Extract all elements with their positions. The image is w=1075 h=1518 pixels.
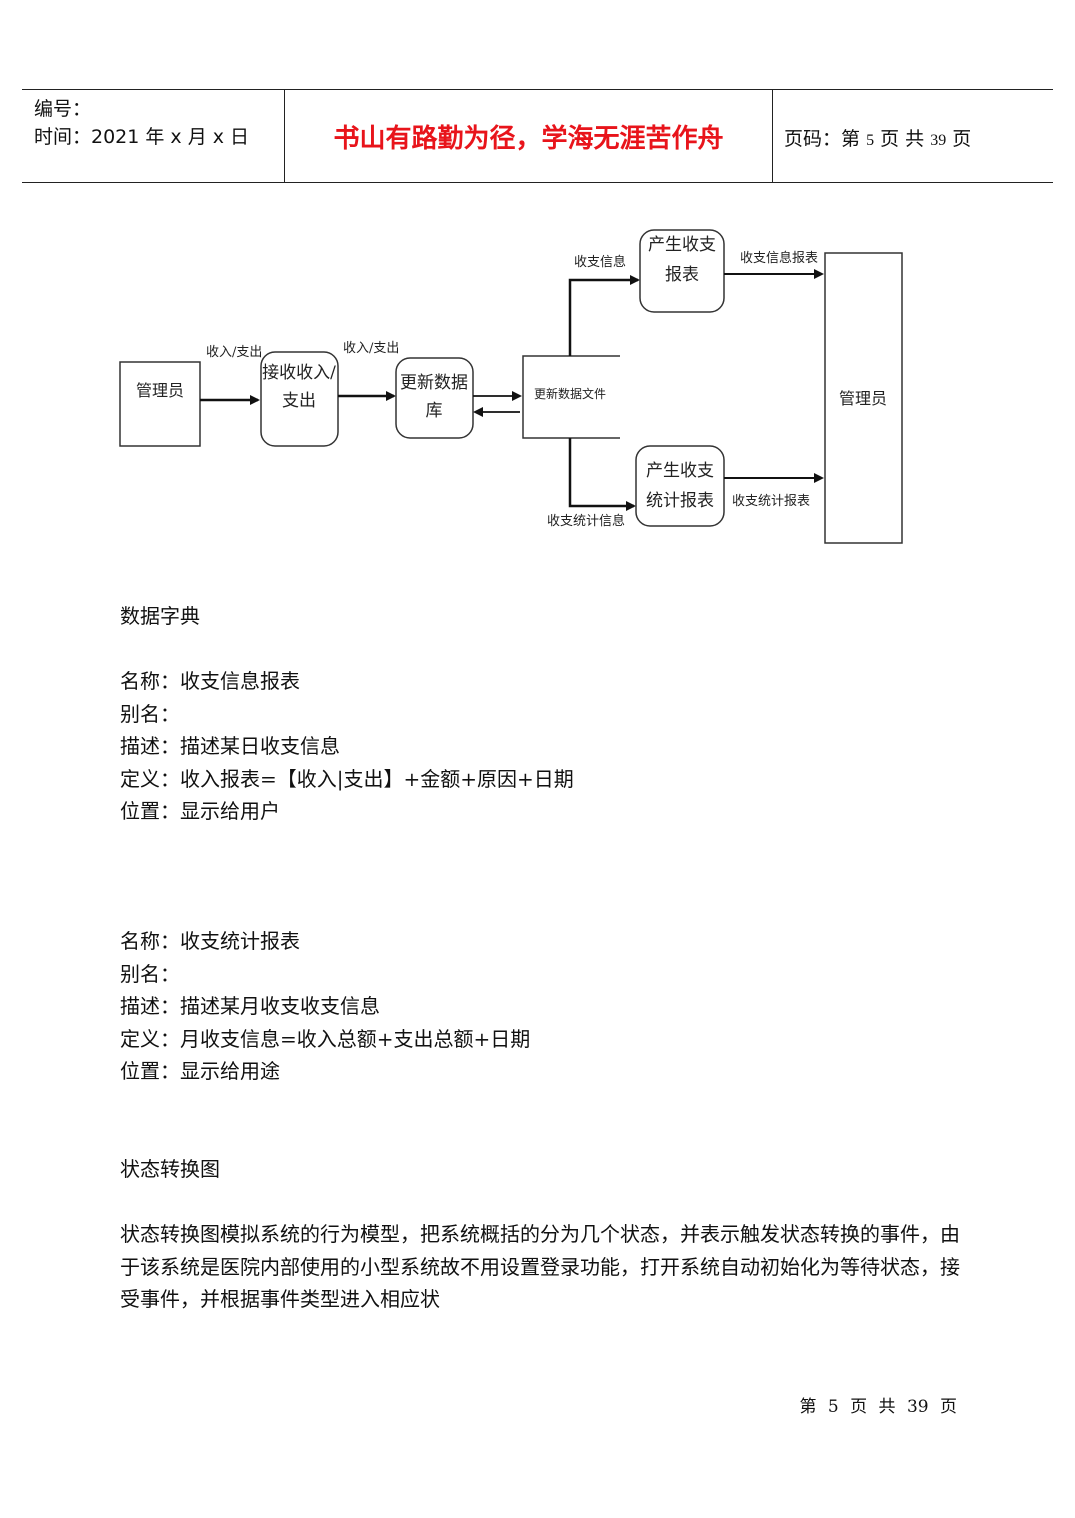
page-total: 39 [930,132,947,149]
state-paragraph: 状态转换图模拟系统的行为模型，把系统概括的分为几个状态，并表示触发状态转换的事件… [120,1222,960,1311]
entry-alias: 别名： [120,961,180,986]
label-in-out-2: 收入/支出 [343,341,399,356]
entry-name: 名称：收支统计报表 [120,929,300,953]
section-title: 状态转换图 [120,1157,220,1181]
data-file-label: 更新数据文件 [534,386,606,401]
receive-label-2: 支出 [282,391,316,411]
section-title: 数据字典 [120,604,200,628]
header-page-cell: 页码：第 5 页 共 39 页 [772,90,1053,182]
update-db-label-2: 库 [426,401,443,421]
stat-label-1: 产生收支 [646,461,714,481]
entry-desc: 描述：描述某日收支信息 [120,734,340,758]
admin-right-box [824,252,903,544]
dict-entry-2: 名称：收支统计报表 别名： 描述：描述某月收支收支信息 定义：月收支信息=收入总… [120,925,530,1088]
label-info: 收支信息 [574,254,626,270]
time-label: 时间：2021 年 x 月 x 日 [34,126,250,148]
receive-label-1: 接收收入/ [262,363,336,383]
admin-left-label: 管理员 [136,381,184,400]
label-info-report: 收支信息报表 [740,250,818,266]
motto: 书山有路勤为径，学海无涯苦作舟 [333,124,724,154]
serial-label: 编号： [34,98,92,120]
page-header: 编号： 时间：2021 年 x 月 x 日 书山有路勤为径，学海无涯苦作舟 页码… [22,89,1053,183]
dict-entry-1: 名称：收支信息报表 别名： 描述：描述某日收支信息 定义：收入报表=【收入|支出… [120,665,574,828]
arrow-file-to-report [568,275,640,356]
header-left-cell: 编号： 时间：2021 年 x 月 x 日 [22,90,284,182]
data-flow-diagram: 管理员 收入/支出 接收收入/ 支出 收入/支出 更新数据 库 更新数据文件 收… [119,229,903,544]
page-prefix: 页码：第 [784,128,861,150]
update-db-process [395,357,474,439]
entry-pos: 位置：显示给用途 [120,1059,280,1083]
page-footer: 第 5 页 共 39 页 [799,1397,957,1417]
section-state-diagram: 状态转换图 [120,1153,220,1186]
receive-process [260,351,339,447]
label-stat-report: 收支统计报表 [732,494,810,509]
page-current: 5 [866,132,875,149]
report-label-1: 产生收支 [648,235,716,255]
report-process [639,229,725,313]
entry-name: 名称：收支信息报表 [120,669,300,693]
page-indicator: 页码：第 5 页 共 39 页 [784,124,971,151]
data-file-store [522,355,620,439]
entry-alias: 别名： [120,701,180,726]
entry-def: 定义：收入报表=【收入|支出】+金额+原因+日期 [120,766,574,791]
label-in-out-1: 收入/支出 [206,345,262,360]
entry-pos: 位置：显示给用户 [120,799,280,823]
label-stat-info: 收支统计信息 [547,513,625,529]
admin-right-label: 管理员 [839,389,887,408]
entry-desc: 描述：描述某月收支收支信息 [120,994,380,1018]
admin-left-box [119,361,201,447]
page-suffix: 页 [952,128,972,150]
report-label-2: 报表 [665,265,699,285]
page-mid: 页 共 [880,128,925,150]
section-data-dictionary: 数据字典 [120,600,200,633]
header-motto-cell: 书山有路勤为径，学海无涯苦作舟 [284,90,773,182]
update-db-label-1: 更新数据 [400,373,468,393]
stat-label-2: 统计报表 [646,491,714,511]
entry-def: 定义：月收支信息=收入总额+支出总额+日期 [120,1026,531,1051]
stat-process [635,445,725,527]
arrow-file-to-stat [568,438,636,511]
